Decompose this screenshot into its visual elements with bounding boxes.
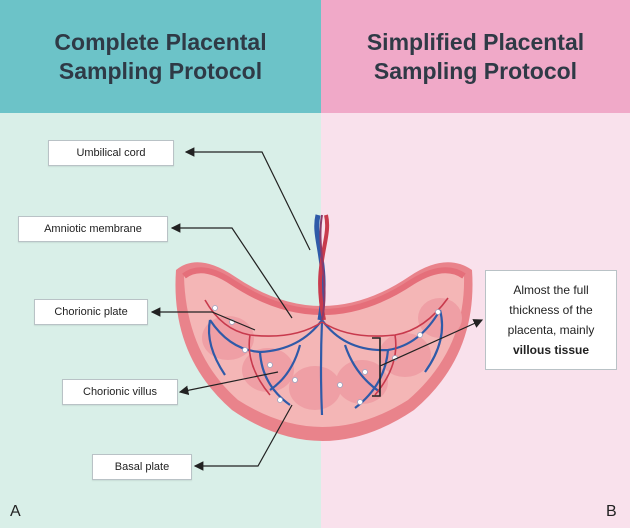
chorionic-villus-label: Chorionic villus: [62, 379, 178, 405]
basal-plate-label-text: Basal plate: [115, 461, 169, 473]
corner-label-b: B: [606, 503, 617, 521]
sampling-note: Almost the full thickness of the placent…: [485, 270, 617, 370]
umbilical-cord-label-text: Umbilical cord: [76, 147, 145, 159]
chorionic-villus-label-text: Chorionic villus: [83, 386, 157, 398]
chorionic-plate-label-text: Chorionic plate: [54, 306, 127, 318]
note-line1: Almost the full: [486, 280, 616, 300]
chorionic-plate-label: Chorionic plate: [34, 299, 148, 325]
note-bold: villous tissue: [486, 340, 616, 360]
corner-label-a: A: [10, 503, 21, 521]
basal-plate-label: Basal plate: [92, 454, 192, 480]
amniotic-membrane-label: Amniotic membrane: [18, 216, 168, 242]
umbilical-cord-label: Umbilical cord: [48, 140, 174, 166]
note-line3: placenta, mainly: [486, 320, 616, 340]
umbilical-cord: [317, 215, 327, 320]
amniotic-membrane-label-text: Amniotic membrane: [44, 223, 142, 235]
note-line2: thickness of the: [486, 300, 616, 320]
